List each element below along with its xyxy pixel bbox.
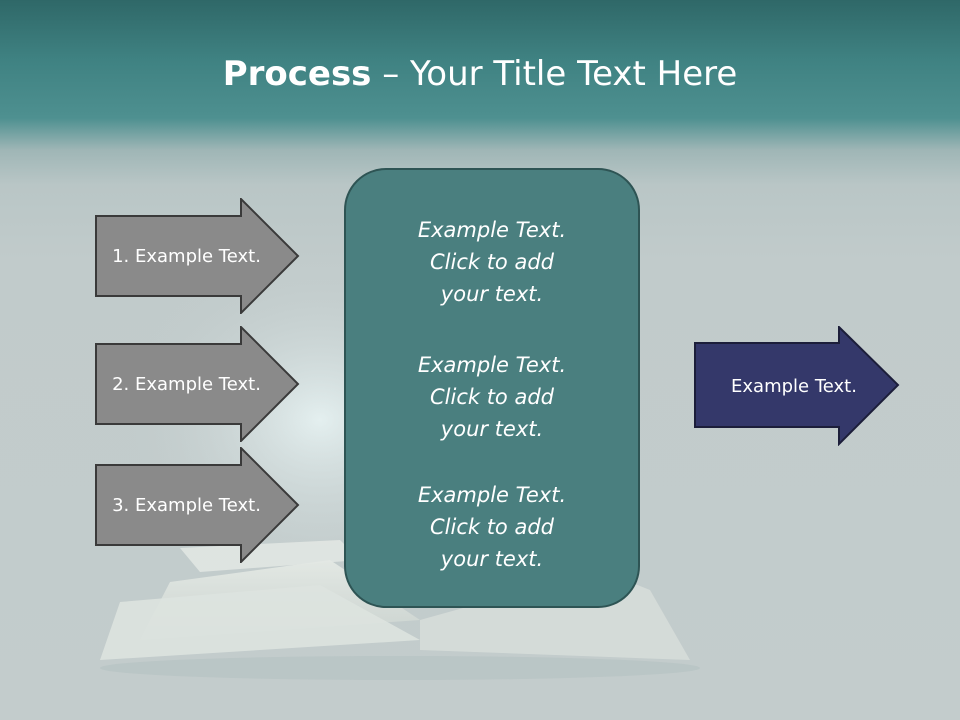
center-text-block-2: Example Text. Click to add your text. [346,349,638,445]
arrow-shape-icon [694,326,900,446]
center-text-line: Click to add [429,515,554,539]
center-text-block-3: Example Text. Click to add your text. [346,479,638,575]
left-arrow-3-label: 3. Example Text. [112,494,261,516]
center-text-line: Click to add [429,385,554,409]
slide-title-bold: Process [222,54,372,94]
center-text-box[interactable]: Example Text. Click to add your text. Ex… [344,168,640,608]
slide-title[interactable]: Process – Your Title Text Here [0,52,960,96]
center-text-line: your text. [440,282,544,306]
center-text-line: Click to add [429,250,554,274]
left-arrow-1[interactable]: 1. Example Text. [95,198,300,314]
center-text-line: your text. [440,547,544,571]
left-arrow-2-label: 2. Example Text. [112,373,261,395]
arrow-shape-icon [95,447,300,563]
center-text-line: your text. [440,417,544,441]
center-text-block-1: Example Text. Click to add your text. [346,214,638,310]
right-arrow-label: Example Text. [731,375,857,397]
center-text-line: Example Text. [417,218,567,242]
right-arrow[interactable]: Example Text. [694,326,900,446]
center-text-line: Example Text. [417,483,567,507]
left-arrow-2[interactable]: 2. Example Text. [95,326,300,442]
left-arrow-3[interactable]: 3. Example Text. [95,447,300,563]
center-text-line: Example Text. [417,353,567,377]
slide-title-rest: – Your Title Text Here [371,54,738,94]
left-arrow-1-label: 1. Example Text. [112,245,261,267]
arrow-shape-icon [95,326,300,442]
arrow-shape-icon [95,198,300,314]
